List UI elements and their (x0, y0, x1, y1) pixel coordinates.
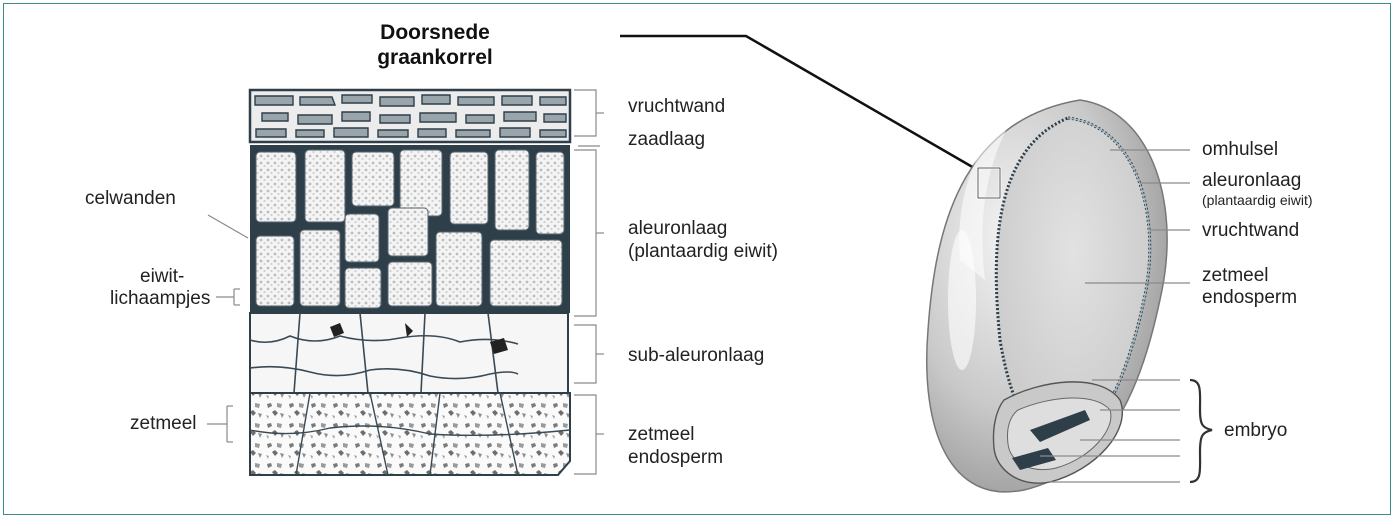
label-zetmeel-right: zetmeel (628, 424, 695, 446)
label-zetmeel-left: zetmeel (130, 413, 197, 435)
label-vruchtwand: vruchtwand (628, 96, 725, 118)
label-grain-endosperm: endosperm (1202, 287, 1297, 309)
title-line-1: Doorsnede (350, 20, 520, 45)
label-aleuronlaag: aleuronlaag (628, 218, 727, 240)
label-omhulsel: omhulsel (1202, 139, 1278, 161)
label-grain-vruchtwand: vruchtwand (1202, 220, 1299, 242)
label-grain-aleuron-sub: (plantaardig eiwit) (1202, 192, 1313, 208)
label-grain-aleuronlaag: aleuronlaag (1202, 170, 1301, 192)
label-celwanden: celwanden (85, 188, 176, 210)
label-zaadlaag: zaadlaag (628, 129, 705, 151)
label-grain-zetmeel: zetmeel (1202, 265, 1269, 287)
label-sub-aleuronlaag: sub-aleuronlaag (628, 345, 764, 367)
embryo-brace (1190, 380, 1212, 482)
right-brackets (574, 90, 604, 474)
label-eiwit-2: lichaampjes (110, 288, 210, 310)
label-aleuron-sub: (plantaardig eiwit) (628, 241, 778, 263)
cross-section (250, 90, 570, 475)
label-eiwit-1: eiwit- (140, 266, 184, 288)
grain-kernel (927, 100, 1167, 492)
label-endosperm-right: endosperm (628, 447, 723, 469)
title-line-2: graankorrel (350, 45, 520, 70)
left-leaders (207, 215, 248, 442)
label-embryo: embryo (1224, 420, 1287, 442)
diagram-title: Doorsnede graankorrel (350, 20, 520, 70)
